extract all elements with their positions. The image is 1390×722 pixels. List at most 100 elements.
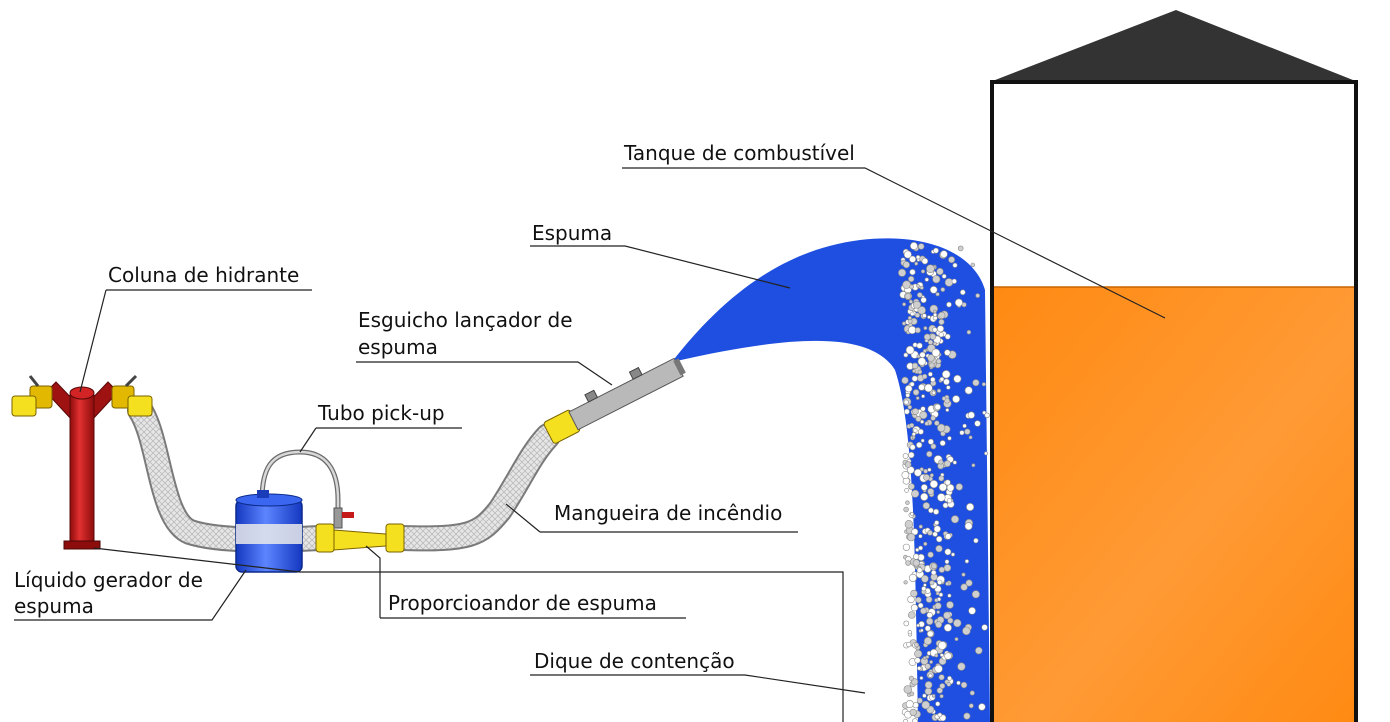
foam-bubble (969, 690, 975, 696)
foam-bubble (934, 420, 940, 426)
foam-bubble (921, 700, 930, 710)
foam-bubble (911, 432, 916, 437)
foam-bubble (903, 250, 912, 259)
foam-bubble (934, 653, 939, 658)
foam-bubble (944, 479, 951, 486)
foam-bubble (936, 267, 944, 276)
foam-bubble (944, 533, 952, 540)
foam-bubble (938, 674, 945, 681)
foam-bubble (937, 579, 943, 585)
foam-bubble (924, 383, 933, 393)
foam-bubble (959, 289, 966, 296)
foam-bubble (931, 390, 936, 395)
foam-bubble (942, 502, 949, 509)
foam-bubble (920, 483, 928, 491)
label-liquido-line1: Líquido gerador de (14, 568, 203, 592)
foam-bubble (903, 685, 912, 694)
foam-bubble (981, 382, 986, 387)
foam-bubble (910, 589, 918, 598)
foam-bubble (920, 406, 926, 412)
foam-bubble (957, 662, 966, 671)
foam-bubble (911, 678, 919, 686)
foam-bubble (928, 507, 934, 514)
fire-hose (127, 397, 561, 553)
foam-bubble (936, 687, 943, 694)
foam-bubble (908, 299, 913, 304)
foam-bubble (908, 451, 915, 459)
foam-bubble (910, 604, 919, 612)
foam-bubble (916, 284, 920, 288)
foam-bubble (936, 610, 941, 614)
foam-bubble (912, 559, 920, 567)
foam-bubble (916, 342, 923, 349)
foam-bubble (922, 502, 930, 510)
foam-bubble (905, 700, 914, 709)
foam-bubble (915, 255, 921, 260)
foam-bubble (921, 586, 927, 592)
foam-bubble (935, 701, 941, 707)
foam-bubble (907, 315, 912, 320)
foam-bubble (944, 349, 951, 356)
foam-bubble (953, 618, 962, 628)
foam-bubble (904, 292, 912, 300)
foam-bubble (925, 596, 933, 603)
foam-bubble (935, 621, 942, 628)
foam-bubble (927, 315, 931, 320)
label-tanque: Tanque de combustível (623, 141, 855, 165)
foam-bubble (938, 459, 944, 465)
foam-proportioner (315, 507, 405, 553)
foam-bubble (916, 666, 922, 671)
foam-bubble (917, 357, 927, 366)
foam-bubble (920, 438, 925, 443)
foam-bubble (920, 628, 924, 633)
foam-bubble (939, 376, 945, 382)
foam-bubble (931, 563, 938, 570)
foam-bubble (924, 681, 933, 689)
foam-bubble (937, 641, 947, 650)
foam-bubble (935, 292, 940, 297)
foam-bubble (909, 691, 915, 697)
tank-roof (990, 10, 1358, 82)
foam-bubble (907, 595, 915, 604)
foam-bubble (912, 389, 920, 396)
foam-bubble (907, 405, 912, 410)
foam-bubble (915, 396, 920, 400)
foam-bubble (904, 461, 912, 468)
foam-bubble (909, 422, 915, 428)
foam-bubble (934, 520, 940, 526)
foam-bubble (920, 607, 927, 615)
foam-bubble (923, 473, 930, 481)
foam-bubble (933, 312, 938, 317)
foam-bubble (933, 247, 939, 254)
foam-bubble (923, 468, 928, 474)
foam-bubble (950, 552, 955, 557)
foam-bubble (931, 693, 936, 698)
foam-bubble (935, 358, 942, 364)
foam-bubble (903, 620, 910, 627)
foam-bubble (926, 264, 935, 274)
foam-bubble (944, 278, 954, 287)
foam-bubble (941, 396, 947, 401)
label-proporcionador: Proporcioandor de espuma (388, 591, 657, 615)
foam-bubble (975, 646, 983, 655)
foam-bubble (967, 411, 975, 419)
foam-bubble (902, 543, 911, 551)
foam-bubble (906, 466, 915, 474)
foam-bubble (914, 261, 919, 266)
foam-bubble (955, 483, 963, 491)
foam-bubble (936, 388, 942, 393)
foam-bubble (915, 547, 920, 552)
foam-bubble (952, 460, 957, 465)
leader-lines (14, 167, 1166, 722)
foam-bubble (905, 560, 911, 566)
foam-bubble (934, 403, 941, 411)
label-mangueira: Mangueira de incêndio (554, 501, 782, 525)
foam-bubble (922, 693, 927, 698)
foam-bubble (934, 598, 939, 603)
foam-bubble (937, 423, 946, 433)
foam-bubble (919, 676, 924, 680)
foam-bubble (978, 703, 986, 711)
foam-bubble (933, 309, 937, 314)
foam-bubble (974, 420, 981, 427)
foam-bubble (910, 511, 914, 516)
